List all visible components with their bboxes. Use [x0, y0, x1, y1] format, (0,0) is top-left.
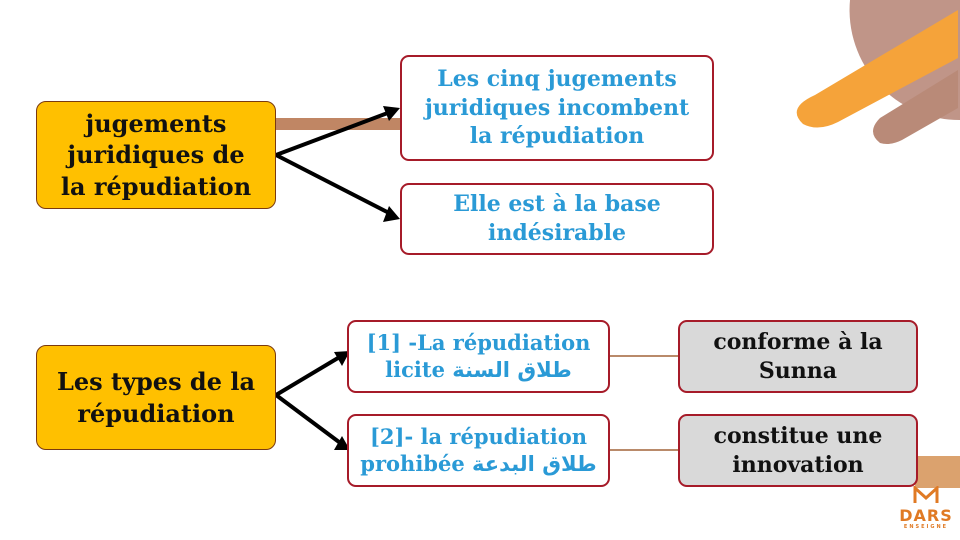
logo-mark-icon	[913, 484, 939, 503]
main-concept-types-label: Les types de la répudiation	[56, 367, 256, 428]
type-licit-arabic: طلاق السنة	[452, 358, 572, 382]
arrow-line	[274, 353, 345, 397]
type-licit-latin: licite	[385, 357, 445, 382]
arrowhead	[334, 436, 350, 450]
type-licit-subtitle: licite طلاق السنة	[367, 356, 591, 384]
note-sunna: conforme à la Sunna	[678, 320, 918, 393]
orange-diagonal-stripe	[796, 10, 958, 128]
note-sunna-label: conforme à la Sunna	[713, 328, 883, 384]
type-prohibited-title: [2]- la répudiation	[369, 423, 587, 449]
brown-diagonal-stripe	[873, 70, 958, 144]
note-innovation-label: constitue une innovation	[713, 422, 883, 478]
branch-five-judgments: Les cinq jugements juridiques incombent …	[400, 55, 714, 161]
dars-logo: DARS ENSEIGNE	[896, 484, 956, 530]
type-prohibited-arabic: طلاق البدعة	[472, 452, 597, 476]
connector-bar	[275, 118, 400, 130]
arrow-line	[275, 153, 394, 217]
branch-five-judgments-label: Les cinq jugements juridiques incombent …	[424, 66, 690, 150]
type-licit: [1] -La répudiation licite طلاق السنة	[347, 320, 610, 393]
arrow-line	[274, 393, 345, 447]
branch-undesirable-label: Elle est à la base indésirable	[453, 191, 661, 246]
type-prohibited: [2]- la répudiation prohibée طلاق البدعة	[347, 414, 610, 487]
type-prohibited-latin: prohibée	[360, 451, 465, 476]
arrowhead	[334, 351, 350, 366]
type-licit-title: [1] -La répudiation	[366, 329, 591, 355]
main-concept-judgments: jugements juridiques de la répudiation	[36, 101, 276, 209]
branch-undesirable: Elle est à la base indésirable	[400, 183, 714, 255]
arrow-line	[275, 109, 394, 157]
type-prohibited-subtitle: prohibée طلاق البدعة	[360, 450, 596, 478]
logo-name: DARS	[899, 506, 953, 525]
note-innovation: constitue une innovation	[678, 414, 918, 487]
bottom-right-stripe	[915, 456, 960, 488]
logo-subtitle: ENSEIGNE	[903, 524, 949, 530]
main-concept-judgments-label: jugements juridiques de la répudiation	[60, 109, 252, 201]
main-concept-types: Les types de la répudiation	[36, 345, 276, 450]
arrowhead	[383, 206, 400, 222]
arrowhead	[383, 106, 400, 121]
